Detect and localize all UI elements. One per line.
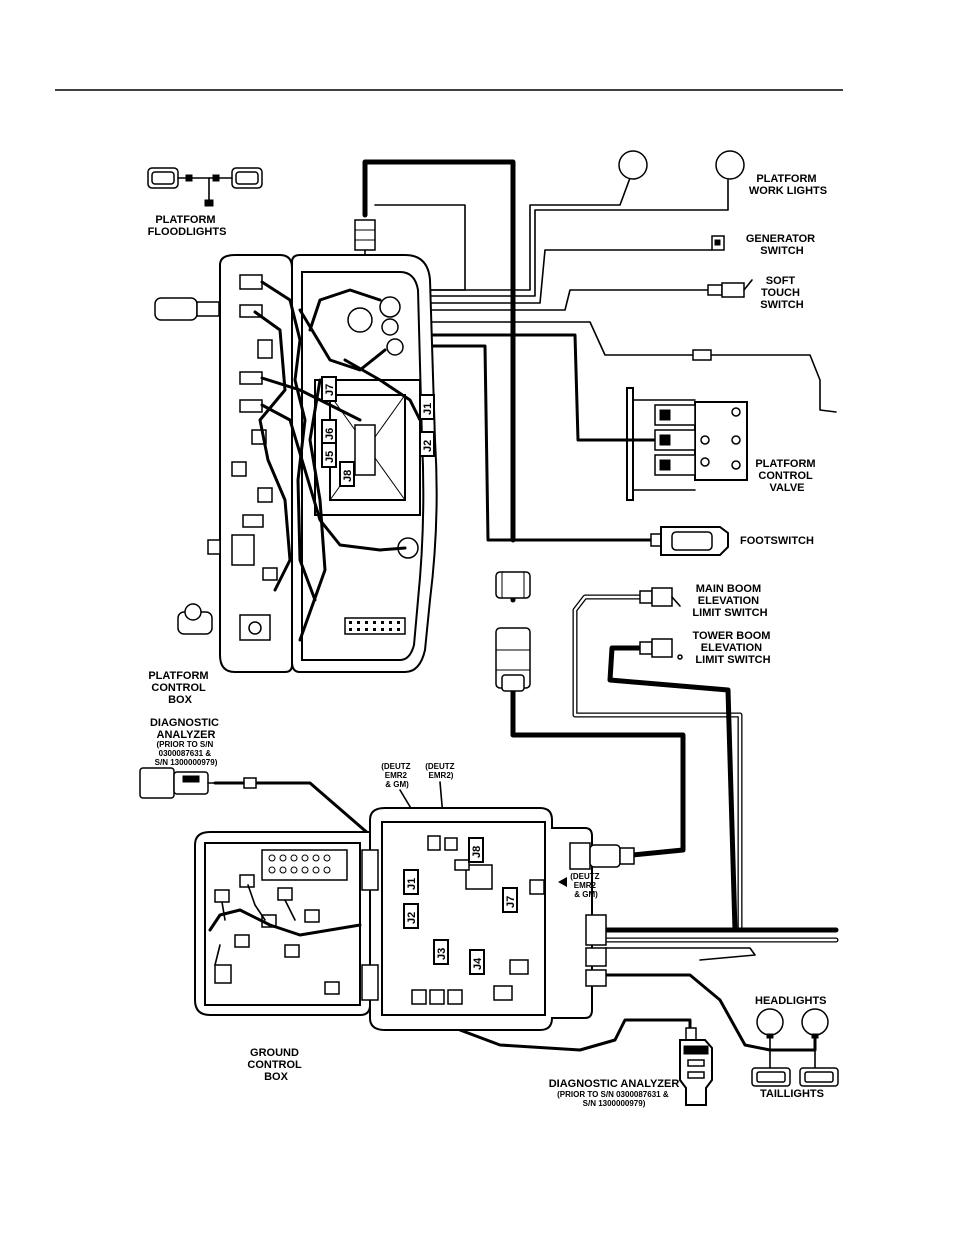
connector-j7-ground: J7 — [505, 896, 517, 908]
label-diagnostic-analyzer-bottom-note: (PRIOR TO S/N 0300087631 & S/N 130000097… — [557, 1090, 671, 1108]
label-deutz-emr2-gm-2: (DEUTZ EMR2 & GM) — [570, 872, 602, 899]
floodlight-connector — [354, 219, 376, 269]
connector-j2: J2 — [422, 440, 434, 452]
platform-floodlights — [147, 167, 263, 207]
label-deutz-emr2: (DEUTZ EMR2) — [425, 762, 457, 780]
connector-j8-ground: J8 — [471, 846, 483, 858]
label-main-boom-limit-switch: MAIN BOOM ELEVATION LIMIT SWITCH — [692, 583, 767, 619]
platform-box-connectors: J7 J6 J5 J8 J1 J2 — [321, 376, 435, 487]
label-platform-work-lights: PLATFORM WORK LIGHTS — [749, 173, 827, 197]
connector-j4-ground: J4 — [472, 957, 484, 970]
connector-j1: J1 — [422, 403, 434, 415]
label-platform-control-box: PLATFORM CONTROL BOX — [148, 670, 211, 706]
label-diagnostic-analyzer-top: DIAGNOSTIC ANALYZER — [150, 717, 222, 741]
headlights — [756, 1008, 829, 1039]
soft-touch-switch — [707, 279, 753, 298]
label-generator-switch: GENERATOR SWITCH — [746, 233, 818, 257]
taillights — [751, 1067, 839, 1087]
connector-j5: J5 — [324, 451, 336, 463]
label-diagnostic-analyzer-top-note: (PRIOR TO S/N 0300087631 & S/N 130000097… — [155, 740, 218, 767]
platform-work-lights — [618, 150, 745, 180]
generator-switch — [711, 235, 725, 251]
label-diagnostic-analyzer-bottom: DIAGNOSTIC ANALYZER — [549, 1078, 680, 1090]
connector-j7: J7 — [324, 384, 336, 396]
footswitch — [650, 526, 729, 556]
connector-j2-ground: J2 — [406, 912, 418, 924]
label-headlights: HEADLIGHTS — [755, 995, 827, 1007]
diagnostic-analyzer-bottom — [679, 1027, 713, 1106]
platform-control-box — [154, 254, 438, 673]
main-boom-limit-switch — [639, 587, 681, 607]
connector-j3-ground: J3 — [436, 948, 448, 960]
circular-connector-lower — [495, 627, 531, 692]
label-footswitch: FOOTSWITCH — [740, 535, 814, 547]
deutz-arrow — [558, 877, 567, 887]
connector-j6: J6 — [324, 428, 336, 440]
diagnostic-analyzer-top — [139, 767, 257, 799]
label-tower-boom-limit-switch: TOWER BOOM ELEVATION LIMIT SWITCH — [692, 630, 773, 666]
ground-control-box — [194, 807, 635, 1031]
inline-connector — [692, 349, 712, 361]
ground-box-connectors: J1 J2 J3 J4 J7 J8 — [403, 837, 518, 975]
platform-control-valve — [626, 387, 748, 501]
circular-connector-upper — [495, 571, 531, 599]
label-deutz-emr2-gm-1: (DEUTZ EMR2 & GM) — [381, 762, 413, 789]
label-ground-control-box: GROUND CONTROL BOX — [247, 1047, 304, 1083]
label-taillights: TAILLIGHTS — [760, 1088, 824, 1100]
label-platform-control-valve: PLATFORM CONTROL VALVE — [755, 458, 818, 494]
label-soft-touch-switch: SOFT TOUCH SWITCH — [760, 275, 803, 311]
tower-boom-limit-switch — [639, 638, 683, 660]
connector-j8: J8 — [342, 470, 354, 482]
connector-j1-ground: J1 — [406, 878, 418, 890]
label-platform-floodlights: PLATFORM FLOODLIGHTS — [148, 214, 227, 238]
